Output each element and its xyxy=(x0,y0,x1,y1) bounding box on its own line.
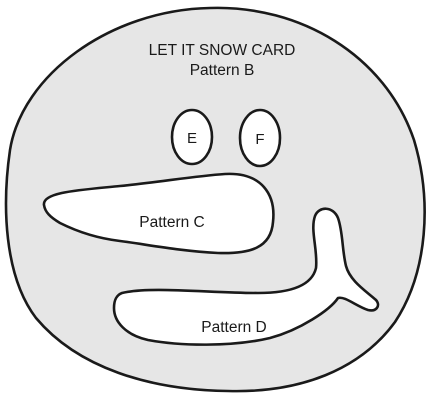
nose-pattern-c-label: Pattern C xyxy=(139,214,204,231)
pattern-subtitle: Pattern B xyxy=(190,62,255,79)
pattern-title: LET IT SNOW CARD xyxy=(149,42,296,59)
eye-f-label: F xyxy=(255,131,264,148)
mouth-pattern-d-label: Pattern D xyxy=(201,319,266,336)
eye-e-label: E xyxy=(187,130,197,147)
